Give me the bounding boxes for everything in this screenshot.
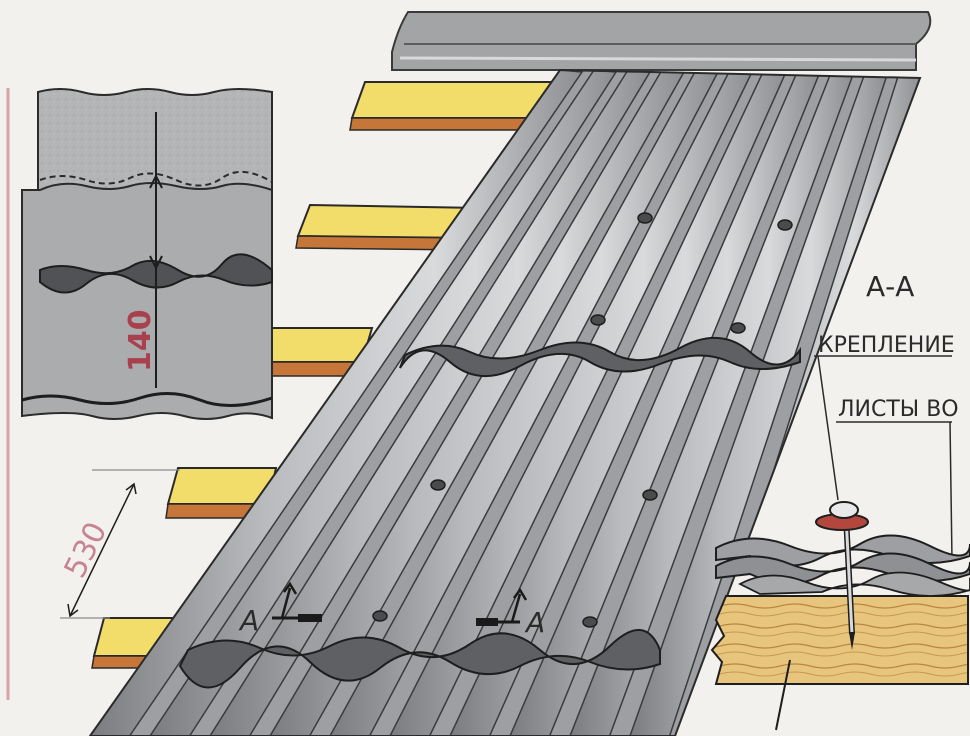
sheet-layer-3 xyxy=(738,571,970,597)
sheets-label: ЛИСТЫ ВО xyxy=(838,397,959,422)
ridge-cap xyxy=(391,11,932,71)
batten-spacing-value: 530 xyxy=(58,517,115,584)
section-mark-right-label: А xyxy=(524,606,545,639)
fastening-label: КРЕПЛЕНИЕ xyxy=(818,333,955,358)
overlap-detail: 140 xyxy=(21,88,273,420)
batten-spacing-dimension: 530 xyxy=(58,469,180,619)
section-mark-left-label: А xyxy=(238,604,259,637)
batten-cross-section xyxy=(710,595,969,685)
overlap-dimension-value: 140 xyxy=(123,309,158,372)
section-title: А-А xyxy=(866,270,914,303)
fastener-holes xyxy=(372,212,793,628)
section-mark-right: А xyxy=(476,587,545,639)
section-mark-left: А xyxy=(238,581,322,637)
sheet-overlap-upper xyxy=(399,336,801,378)
section-detail: А-А КРЕПЛЕНИЕ ЛИСТЫ ВО xyxy=(710,270,970,731)
nail-head xyxy=(829,501,859,519)
batten-1 xyxy=(349,81,562,131)
sheet-overlap-lower xyxy=(178,629,661,689)
roof-outline xyxy=(88,68,922,736)
